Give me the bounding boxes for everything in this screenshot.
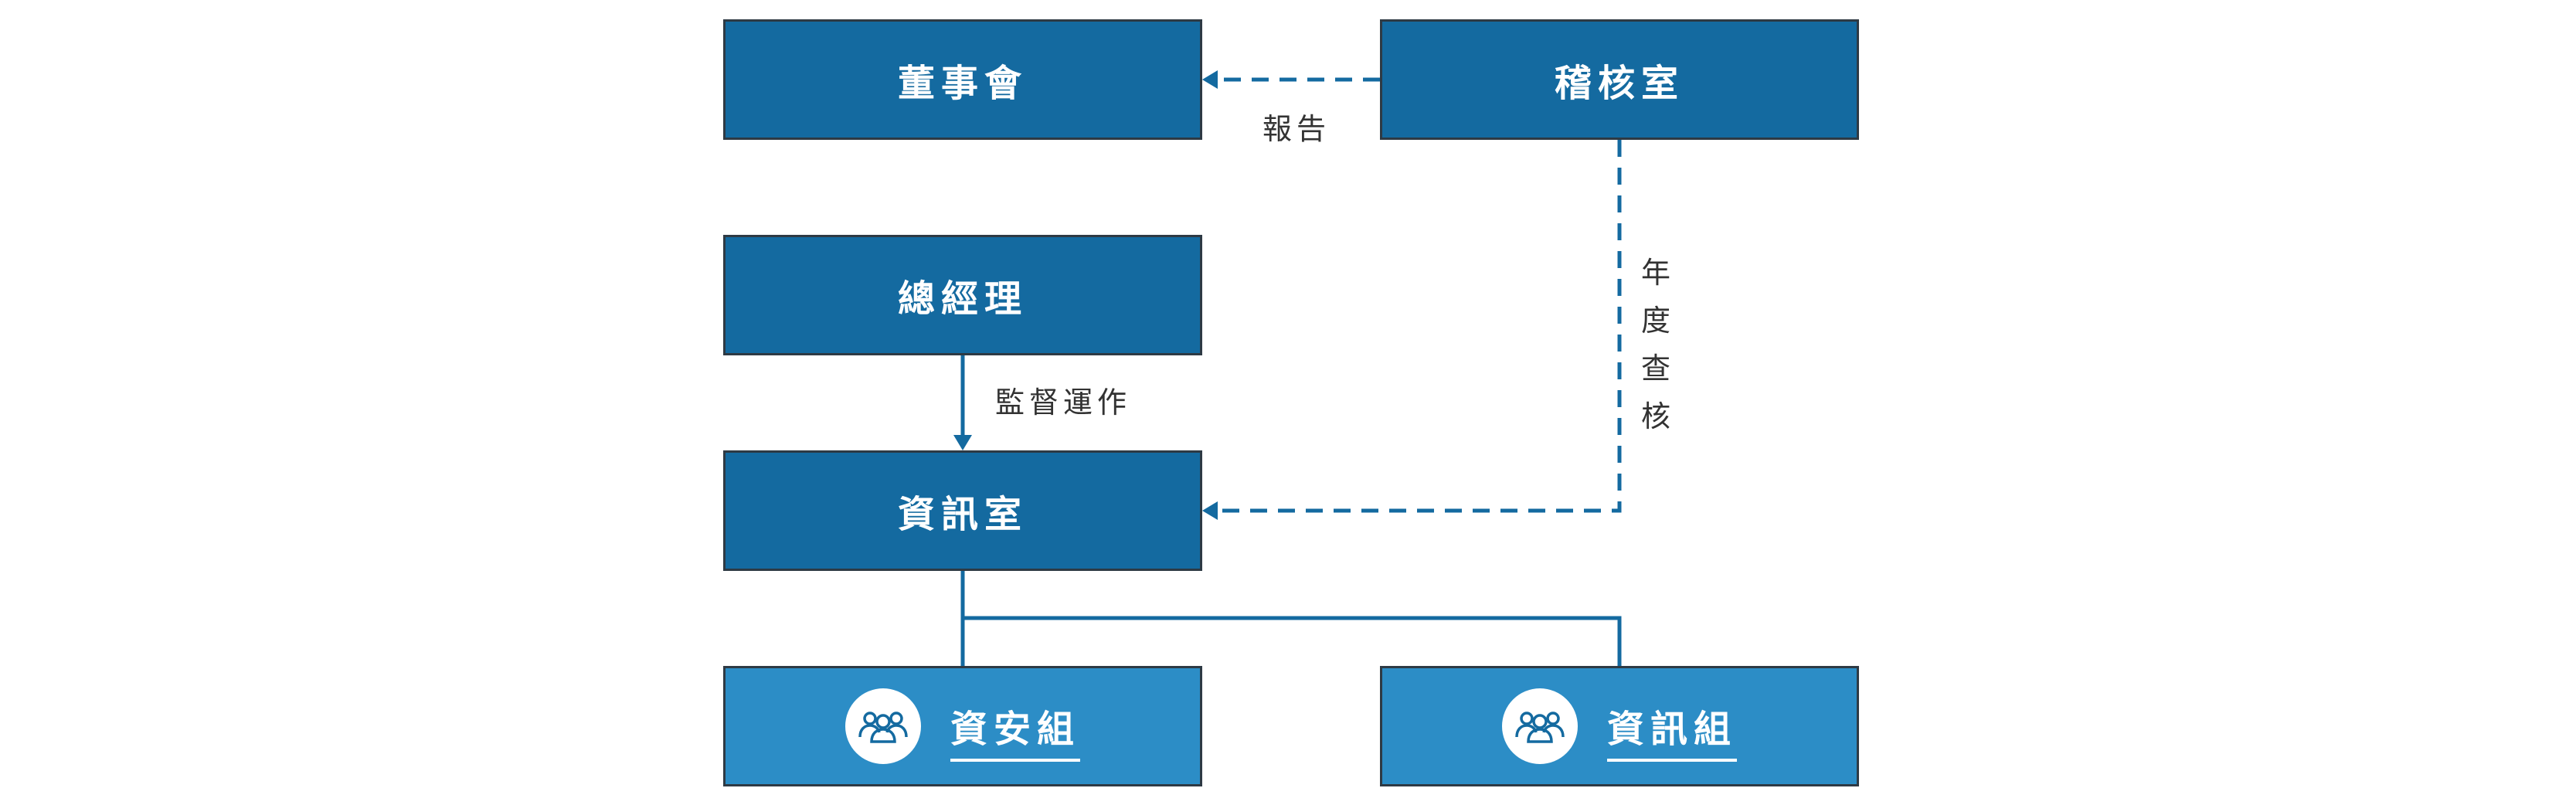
board-label: 董事會 [897,62,1028,105]
people-group-icon [1501,688,1578,764]
info-team-node: 資訊組 [1380,666,1859,786]
security-team-label: 資安組 [950,698,1080,762]
annual-audit-arrow [1212,140,1622,513]
board-node: 董事會 [723,19,1202,140]
report-label: 報告 [1263,112,1331,146]
general-manager-label: 總經理 [897,277,1028,321]
supervise-label: 監督運作 [995,386,1132,419]
supervise-arrowhead [953,435,972,450]
people-group-icon [845,688,921,764]
info-office-node: 資訊室 [723,450,1202,571]
annual-audit-label: 年度查核 [1640,256,1670,433]
info-office-label: 資訊室 [897,493,1028,536]
info-team-content: 資訊組 [1501,688,1737,764]
security-team-content: 資安組 [845,688,1080,764]
annual-audit-arrowhead [1202,501,1218,520]
team-branch-lines [960,571,1622,666]
general-manager-node: 總經理 [723,235,1202,355]
audit-office-label: 稽核室 [1554,62,1684,105]
security-team-node: 資安組 [723,666,1202,786]
report-arrowhead [1202,70,1218,89]
audit-office-node: 稽核室 [1380,19,1859,140]
info-team-label: 資訊組 [1606,698,1737,762]
